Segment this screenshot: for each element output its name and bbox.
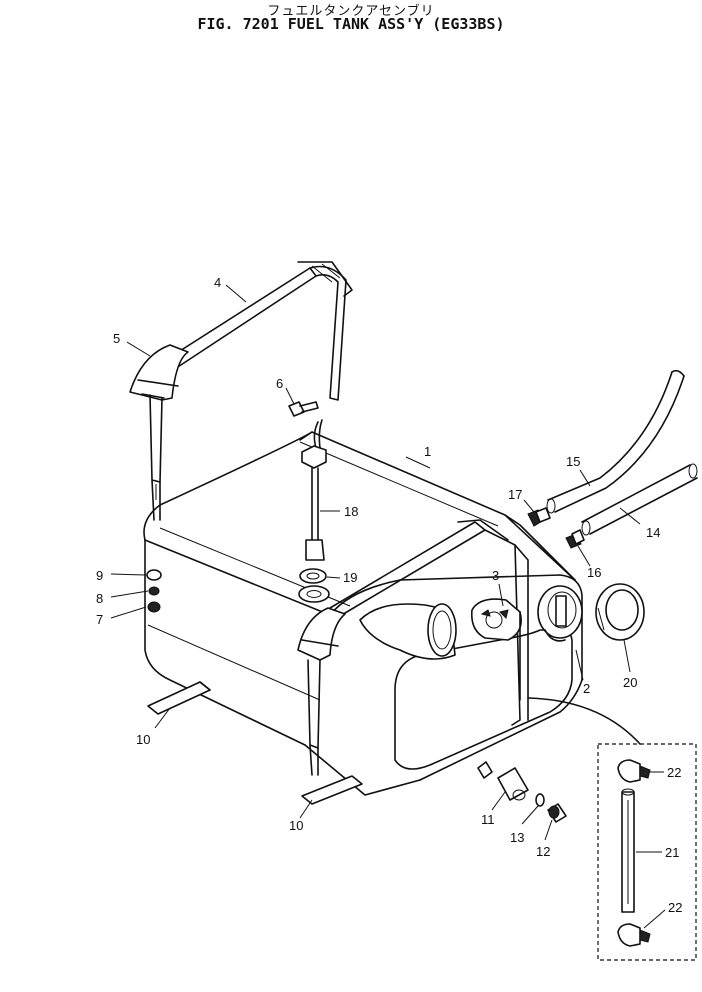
gasket-20: [595, 583, 645, 641]
callout-6: 6: [276, 376, 283, 391]
plug-12: [547, 803, 567, 823]
fitting-16: [565, 529, 585, 549]
callout-2: 2: [583, 681, 590, 696]
clamp-22-bottom: [617, 923, 651, 947]
callout-14: 14: [646, 525, 660, 540]
filler-neck: [359, 603, 457, 660]
level-gauge-detail-box: [597, 743, 697, 961]
callout-4: 4: [214, 275, 221, 290]
callout-labels: 1 2 3 4 5 6 7 8 9 10 10 11 12 13 14 15 1…: [96, 275, 682, 915]
callout-3: 3: [492, 568, 499, 583]
washer-19: [298, 568, 330, 603]
callout-13: 13: [510, 830, 524, 845]
hose-14: [581, 463, 698, 536]
callout-20: 20: [623, 675, 637, 690]
callout-10-right: 10: [289, 818, 303, 833]
callout-21: 21: [665, 845, 679, 860]
level-tube-21: [621, 788, 635, 913]
callout-5: 5: [113, 331, 120, 346]
fuel-gauge-sender-3: [470, 598, 522, 701]
callout-22-bottom: 22: [668, 900, 682, 915]
strap-4: [149, 261, 353, 401]
clamp-22-top: [617, 759, 651, 783]
cushion-5: [129, 344, 189, 521]
filler-cap-2: [537, 585, 583, 642]
callout-19: 19: [343, 570, 357, 585]
washer-9: [146, 569, 162, 581]
callout-11: 11: [481, 812, 495, 827]
cushion-front: [297, 607, 346, 776]
figure-title: FIG. 7201 FUEL TANK ASS'Y (EG33BS): [197, 15, 505, 33]
fuel-tank-1: [143, 431, 583, 796]
nut-7: [147, 601, 161, 613]
leader-lines: [110, 284, 666, 929]
o-ring-13: [535, 793, 545, 807]
hose-15: [546, 369, 685, 514]
fitting-17: [527, 507, 551, 527]
cock-11: [497, 767, 529, 801]
callout-8: 8: [96, 591, 103, 606]
callout-12: 12: [536, 844, 550, 859]
callout-9: 9: [96, 568, 103, 583]
callout-10-left: 10: [136, 732, 150, 747]
callout-22-top: 22: [667, 765, 681, 780]
callout-18: 18: [344, 504, 358, 519]
figure-title-japanese: フュエルタンクアセンブリ: [267, 4, 435, 19]
callout-1: 1: [424, 444, 431, 459]
pad-10-right: [301, 775, 363, 805]
washer-8: [148, 586, 160, 596]
callout-15: 15: [566, 454, 580, 469]
callout-16: 16: [587, 565, 601, 580]
callout-17: 17: [508, 487, 522, 502]
callout-7: 7: [96, 612, 103, 627]
gauge-18: [301, 419, 327, 561]
pad-10-left: [147, 681, 211, 715]
level-tube-line: [527, 697, 641, 745]
drain-nipple: [477, 761, 493, 779]
bolt-6: [288, 401, 319, 417]
